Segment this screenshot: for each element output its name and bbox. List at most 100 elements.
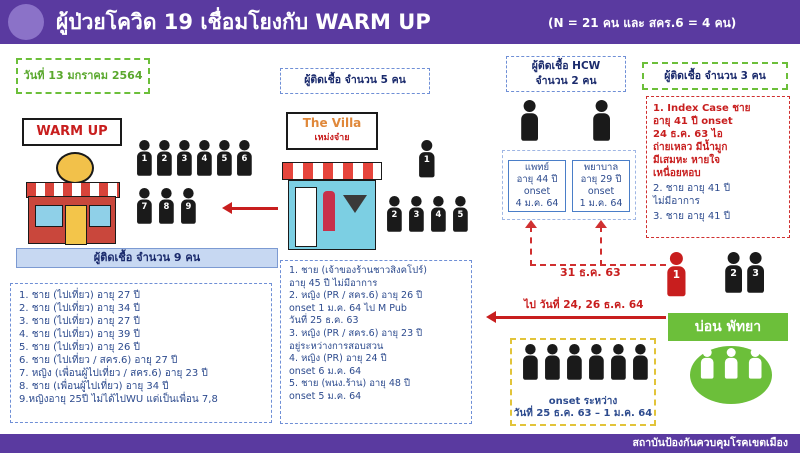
person-icon: 4 — [430, 196, 447, 232]
hcw-group-box — [502, 150, 636, 220]
person-icon — [700, 348, 714, 379]
villa-case-list: 1. ชาย (เจ้าของร้านชาวสิงคโปร์)อายุ 45 ป… — [280, 260, 472, 424]
person-icon — [632, 344, 649, 380]
person-icon — [544, 344, 561, 380]
pattaya-label: บ่อน พัทยา — [668, 313, 788, 341]
arrow-up-icon — [525, 220, 537, 228]
nurse-line: พยาบาล — [583, 162, 619, 173]
nurse-line: 1 ม.ค. 64 — [579, 198, 623, 209]
warmup-count-bar: ผู้ติดเชื้อ จำนวน 9 คน — [16, 248, 278, 268]
index-case-3: 3. ชาย อายุ 41 ปี — [653, 211, 731, 222]
villa-shop: The Villa เหม่งจ๋าย — [282, 112, 382, 250]
index-case-1-line: ถ่ายเหลว มีน้ำมูก — [653, 142, 728, 153]
footer-bar: สถาบันป้องกันควบคุมโรคเขตเมือง — [0, 434, 800, 453]
index-case-2-line: ไม่มีอาการ — [653, 196, 700, 207]
person-icon: 3 — [176, 140, 193, 176]
villa-count-box: ผู้ติดเชื้อ จำนวน 5 คน — [280, 68, 430, 94]
villa-case-line: 1. ชาย (เจ้าของร้านชาวสิงคโปร์) — [289, 265, 427, 276]
person-icon — [610, 344, 627, 380]
index-case-1-line: อายุ 41 ปี onset — [653, 116, 733, 127]
bottle-icon — [323, 191, 335, 231]
person-number: 4 — [197, 151, 212, 176]
person-icon: 1 — [666, 252, 687, 297]
pattaya-arrow-text: ไป วันที่ 24, 26 ธ.ค. 64 — [524, 299, 644, 311]
person-number: 3 — [177, 151, 192, 176]
date-label: วันที่ 13 มกราคม 2564 — [23, 69, 143, 82]
person-number: 9 — [181, 199, 196, 224]
warmup-case-list: 1. ชาย (ไปเที่ยว) อายุ 27 ปี2. ชาย (ไปเท… — [10, 283, 272, 423]
index-case-2-line: 2. ชาย อายุ 41 ปี — [653, 183, 731, 194]
virus-icon — [8, 4, 44, 40]
villa-facade — [288, 180, 376, 250]
index-case-1-line: 1. Index Case ชาย — [653, 103, 751, 114]
index-case-1-line: มีเสมหะ หายใจ — [653, 155, 720, 166]
connector-index — [530, 264, 666, 266]
person-icon — [724, 348, 738, 379]
person-icon: 8 — [158, 188, 175, 224]
villa-case-line: อายุ 45 ปี ไม่มีอาการ — [289, 277, 378, 289]
villa-case-line: onset 6 ม.ค. 64 — [289, 365, 362, 377]
warmup-case-line: 7. หญิง (เพื่อนผู้ไปเที่ยว / สคร.6) อายุ… — [19, 368, 208, 379]
arrow-up-icon — [595, 220, 607, 228]
person-icon: 5 — [216, 140, 233, 176]
person-number: 4 — [431, 207, 446, 232]
person-icon: 7 — [136, 188, 153, 224]
villa-case-line: 4. หญิง (PR) อายุ 24 ปี — [289, 353, 387, 365]
warmup-case-line: 9.หญิงอายุ 25ปี ไม่ได้ไปWU แต่เป็นเพื่อน… — [19, 394, 218, 405]
warmup-shop: WARM UP — [22, 118, 122, 246]
page-subtitle: (N = 21 คน และ สคร.6 = 4 คน) — [548, 16, 737, 30]
person-number: 5 — [453, 207, 468, 232]
cocktail-icon — [343, 195, 367, 213]
warmup-case-line: 4. ชาย (ไปเที่ยว) อายุ 39 ปี — [19, 329, 140, 340]
villa-sign-sub: เหม่งจ๋าย — [314, 133, 350, 143]
index-title-box: ผู้ติดเชื้อ จำนวน 3 คน — [642, 62, 788, 90]
arrow-head-left-icon — [222, 202, 232, 214]
shop-facade — [28, 196, 116, 245]
person-number: 3 — [409, 207, 424, 232]
person-number: 2 — [157, 151, 172, 176]
villa-case-line: 5. ชาย (พนง.ร้าน) อายุ 48 ปี — [289, 378, 410, 390]
villa-case-line: วันที่ 25 ธ.ค. 63 — [289, 315, 359, 327]
hcw-title-box: ผู้ติดเชื้อ HCW จำนวน 2 คน — [506, 56, 626, 92]
hcw-subtitle: จำนวน 2 คน — [535, 75, 597, 87]
warmup-case-line: 8. ชาย (เพื่อนผู้ไปเที่ยว) อายุ 34 ปี — [19, 381, 169, 392]
doctor-line: อายุ 44 ปี — [516, 174, 558, 185]
person-icon: 1 — [136, 140, 153, 176]
hcw-title: ผู้ติดเชื้อ HCW — [531, 60, 601, 72]
index-case-list: 1. Index Case ชายอายุ 41 ปี onset 24 ธ.ค.… — [646, 96, 790, 238]
arrow-head-left-icon — [486, 311, 496, 323]
warmup-case-line: 2. ชาย (ไปเที่ยว) อายุ 34 ปี — [19, 303, 140, 314]
beer-icon — [56, 152, 94, 184]
person-icon — [520, 100, 539, 141]
onset-label: onset ระหว่าง — [548, 396, 618, 407]
date-box: วันที่ 13 มกราคม 2564 — [16, 58, 150, 94]
pattaya-onset-box: onset ระหว่าง วันที่ 25 ธ.ค. 63 – 1 ม.ค.… — [510, 338, 656, 426]
warmup-case-line: 5. ชาย (ไปเที่ยว) อายุ 26 ปี — [19, 342, 140, 353]
person-number: 2 — [725, 265, 742, 293]
doctor-line: onset — [523, 186, 551, 197]
person-number: 1 — [137, 151, 152, 176]
villa-awning — [282, 162, 382, 180]
arrow-pattaya-to-villa — [496, 316, 666, 319]
person-icon: 5 — [452, 196, 469, 232]
villa-sign-title: The Villa — [302, 116, 362, 130]
header-bar: ผู้ป่วยโควิด 19 เชื่อมโยงกับ WARM UP (N … — [0, 0, 800, 44]
person-icon: 1 — [418, 140, 436, 178]
villa-case-line: 3. หญิง (PR / สคร.6) อายุ 23 ปี — [289, 327, 423, 339]
warmup-sign: WARM UP — [22, 118, 122, 146]
nurse-line: onset — [587, 186, 615, 197]
person-number: 5 — [217, 151, 232, 176]
person-icon — [592, 100, 611, 141]
doctor-line: 4 ม.ค. 64 — [515, 198, 559, 209]
person-icon: 2 — [386, 196, 403, 232]
connector-nurse — [600, 226, 602, 266]
person-number: 1 — [667, 266, 686, 297]
villa-case-line: อยู่ระหว่างการสอบสวน — [289, 340, 384, 352]
index-case-1-line: 24 ธ.ค. 63 ไอ — [653, 129, 723, 140]
person-icon: 2 — [156, 140, 173, 176]
person-icon: 3 — [746, 252, 765, 293]
person-icon: 3 — [408, 196, 425, 232]
person-icon: 4 — [196, 140, 213, 176]
